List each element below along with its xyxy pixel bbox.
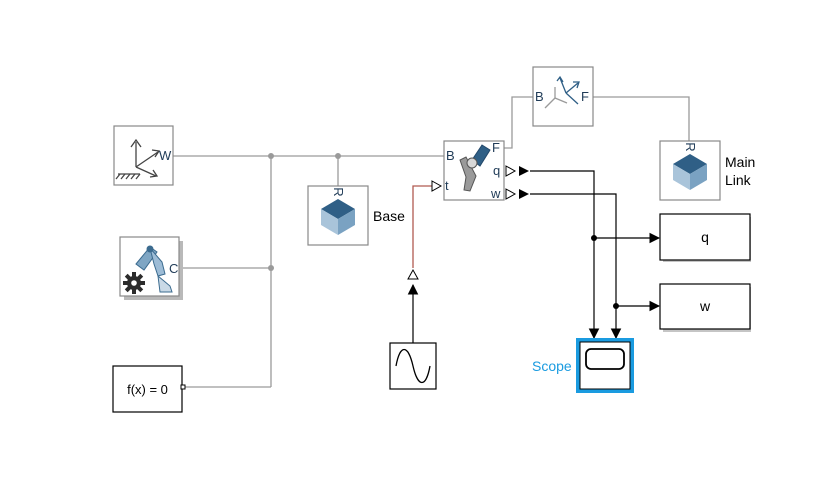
junction-dot [613, 303, 619, 309]
base-solid-port-label: R [331, 187, 346, 196]
ps-output-port-arrow-w [505, 188, 517, 200]
mechanism-configuration-block[interactable]: C [119, 236, 183, 300]
mechanism-config-port-label: C [169, 261, 178, 276]
converter-port-arrow [407, 268, 419, 280]
cube-icon [321, 199, 355, 235]
ps-output-port-arrow-q [505, 165, 517, 177]
main-link-port-label: R [683, 142, 698, 151]
outport-w-label: w [699, 298, 711, 314]
signal-q-line[interactable] [530, 170, 600, 340]
main-link-label-line1: Main [725, 154, 755, 170]
world-frame-icon [115, 138, 161, 180]
scope-screen-icon [585, 348, 625, 370]
transform-frames-icon [544, 75, 580, 109]
base-solid-label: Base [373, 208, 405, 224]
solver-configuration-block[interactable]: f(x) = 0 [112, 365, 186, 413]
joint-port-follower: F [492, 140, 500, 155]
sine-wave-icon [395, 348, 431, 384]
junction-dot [335, 153, 341, 159]
world-frame-block[interactable]: W [113, 125, 174, 186]
sine-wave-block[interactable] [389, 342, 437, 390]
joint-port-base: B [446, 148, 455, 163]
transform-port-base: B [535, 89, 544, 104]
rigid-transform-block[interactable]: B F [532, 66, 594, 127]
signal-connections [530, 170, 661, 340]
physical-connections [173, 96, 690, 388]
robot-arm-icon [135, 245, 173, 293]
connection-joint-to-transform[interactable] [504, 96, 533, 149]
junction-dot [268, 153, 274, 159]
revolute-joint-block[interactable]: B F t q w [443, 140, 505, 201]
physical-signal-connection[interactable] [412, 185, 432, 268]
signal-w-line[interactable] [530, 193, 622, 340]
junction-dot [268, 265, 274, 271]
transform-port-follower: F [581, 89, 589, 104]
revolute-joint-icon [459, 144, 491, 192]
world-frame-port-label: W [159, 148, 172, 163]
solver-config-text: f(x) = 0 [127, 382, 168, 397]
main-link-solid-block[interactable]: R Main Link [659, 140, 755, 201]
main-link-label-line2: Link [725, 172, 752, 188]
scope-block[interactable]: Scope [532, 338, 634, 393]
converter-arrow-w [519, 189, 529, 199]
outport-q-label: q [701, 229, 709, 245]
joint-port-torque: t [445, 178, 449, 193]
converter-arrow-q [519, 166, 529, 176]
base-solid-block[interactable]: R Base [307, 185, 405, 246]
scope-label: Scope [532, 358, 572, 374]
junction-dot [591, 235, 597, 241]
outport-q-block[interactable]: q [659, 213, 751, 262]
outport-w-block[interactable]: w [659, 283, 751, 332]
solver-config-port [180, 384, 186, 390]
gear-icon [123, 272, 145, 294]
ps-input-port-arrow [431, 180, 443, 192]
cube-icon [673, 154, 707, 190]
joint-port-velocity: w [490, 186, 501, 201]
connection-transform-to-main-link[interactable] [593, 96, 690, 141]
joint-port-position: q [493, 163, 500, 178]
